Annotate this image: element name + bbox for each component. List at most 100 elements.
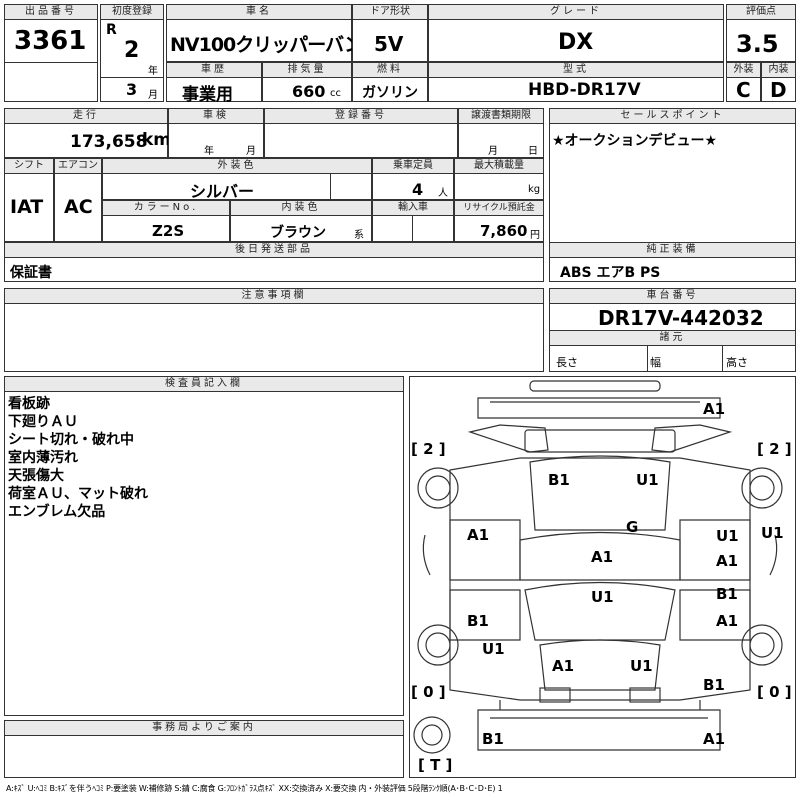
- era-letter: R: [106, 22, 117, 38]
- door-type: 5V: [374, 32, 404, 56]
- damage-mark: A1: [703, 730, 726, 748]
- score: 3.5: [736, 30, 779, 58]
- interior-grade-header: 内装: [761, 62, 796, 78]
- sales-point: ★オークションデビュー★: [552, 133, 718, 149]
- score-header: 評価点: [726, 4, 796, 20]
- damage-mark: U1: [630, 657, 653, 675]
- registration-month: 3: [126, 80, 138, 99]
- recycle-unit: 円: [530, 230, 540, 241]
- genuine-equipment-header: 純正装備: [549, 242, 796, 258]
- damage-mark: B1: [716, 585, 738, 603]
- damage-mark: A1: [467, 526, 490, 544]
- inspector-notes-box: [4, 376, 404, 716]
- tire-mark: [ 0 ]: [757, 683, 792, 701]
- aircon-header: エアコン: [54, 158, 102, 174]
- genuine-equipment: ABS エアB PS: [560, 265, 661, 281]
- damage-mark: U1: [482, 640, 505, 658]
- first-registration-box: [100, 4, 164, 102]
- damage-mark: G: [626, 518, 639, 536]
- capacity-unit: 人: [438, 188, 448, 199]
- color-no-header: カラーNo.: [102, 200, 230, 216]
- registration-number-header: 登録番号: [264, 108, 458, 124]
- office-notes-header: 事務局よりご案内: [4, 720, 404, 736]
- spec-length: 長さ: [556, 356, 578, 369]
- inspector-note: 荷室ＡＵ、マット破れ: [8, 486, 148, 502]
- damage-mark: A1: [552, 657, 575, 675]
- inspector-note: 看板跡: [8, 396, 50, 412]
- recycle-fee: 7,860: [480, 222, 528, 240]
- recycle-header: リサイクル預託金: [454, 200, 544, 216]
- ext-color-header: 外装色: [102, 158, 372, 174]
- registration-year: 2: [124, 38, 140, 63]
- damage-mark: A1: [716, 552, 739, 570]
- later-parts: 保証書: [10, 265, 52, 281]
- lot-number-box: [4, 4, 98, 102]
- int-color-header: 内装色: [230, 200, 372, 216]
- car-name: NV100クリッパーバン: [170, 34, 363, 56]
- first-registration-header: 初度登録: [100, 4, 164, 20]
- chassis-header: 車台番号: [549, 288, 796, 304]
- capacity-header: 乗車定員: [372, 158, 454, 174]
- load-unit: kg: [528, 184, 541, 195]
- max-load-header: 最大積載量: [454, 158, 544, 174]
- transfer-day-unit: 日: [528, 146, 538, 157]
- lot-number: 3361: [14, 26, 87, 56]
- legend: A:ｷｽﾞ U:ﾍｺﾐ B:ｷｽﾞを伴うﾍｺﾐ P:要塗装 W:補修跡 S:錆 …: [6, 784, 503, 793]
- model-code: HBD-DR17V: [528, 80, 641, 100]
- mileage-header: 走行: [4, 108, 168, 124]
- damage-mark: B1: [482, 730, 504, 748]
- damage-mark: A1: [703, 400, 726, 418]
- fuel-header: 燃料: [352, 62, 428, 78]
- int-color: ブラウン: [270, 225, 326, 241]
- history: 事業用: [182, 85, 233, 105]
- inspector-note: 室内薄汚れ: [8, 450, 78, 466]
- month-unit: 月: [148, 90, 158, 101]
- car-name-header: 車名: [166, 4, 352, 20]
- model-code-header: 型式: [428, 62, 724, 78]
- sales-point-header: セールスポイント: [549, 108, 796, 124]
- color-no: Z2S: [152, 222, 185, 240]
- interior-grade: D: [770, 78, 787, 102]
- inspection-year-unit: 年: [204, 146, 214, 157]
- tire-mark: [ 2 ]: [411, 440, 446, 458]
- inspector-note: 天張傷大: [8, 468, 64, 484]
- inspection-header: 車検: [168, 108, 264, 124]
- spec-width: 幅: [650, 356, 661, 369]
- later-parts-header: 後日発送部品: [4, 242, 544, 258]
- damage-mark: A1: [716, 612, 739, 630]
- import-header: 輸入車: [372, 200, 454, 216]
- fuel: ガソリン: [362, 85, 418, 101]
- damage-mark: U1: [636, 471, 659, 489]
- mileage: 173,658: [70, 132, 148, 152]
- damage-mark: B1: [703, 676, 725, 694]
- displacement-header: 排気量: [262, 62, 352, 78]
- exterior-grade: C: [736, 78, 751, 102]
- displacement: 660: [292, 82, 326, 101]
- chassis-number: DR17V-442032: [598, 306, 764, 330]
- damage-mark: B1: [467, 612, 489, 630]
- inspector-notes-header: 検査員記入欄: [4, 376, 404, 392]
- specs-header: 諸元: [549, 330, 796, 346]
- damage-diagram-box: [409, 376, 796, 778]
- damage-mark: U1: [761, 524, 784, 542]
- shift-header: シフト: [4, 158, 54, 174]
- exterior-grade-header: 外装: [726, 62, 761, 78]
- shift: IAT: [10, 196, 44, 218]
- spec-height: 高さ: [726, 356, 748, 369]
- history-header: 車歴: [166, 62, 262, 78]
- capacity: 4: [412, 180, 424, 199]
- damage-mark: U1: [591, 588, 614, 606]
- notes-header: 注意事項欄: [4, 288, 544, 304]
- door-type-header: ドア形状: [352, 4, 428, 20]
- tire-mark: [ 0 ]: [411, 683, 446, 701]
- lot-number-header: 出品番号: [4, 4, 98, 20]
- displacement-unit: cc: [330, 88, 341, 99]
- inspector-note: 下廻りＡＵ: [8, 414, 78, 430]
- grade: DX: [558, 30, 594, 55]
- inspection-month-unit: 月: [246, 146, 256, 157]
- tire-mark: [ T ]: [418, 756, 453, 774]
- damage-mark: U1: [716, 527, 739, 545]
- inspector-note: エンブレム欠品: [8, 504, 106, 520]
- damage-mark: B1: [548, 471, 570, 489]
- tire-mark: [ 2 ]: [757, 440, 792, 458]
